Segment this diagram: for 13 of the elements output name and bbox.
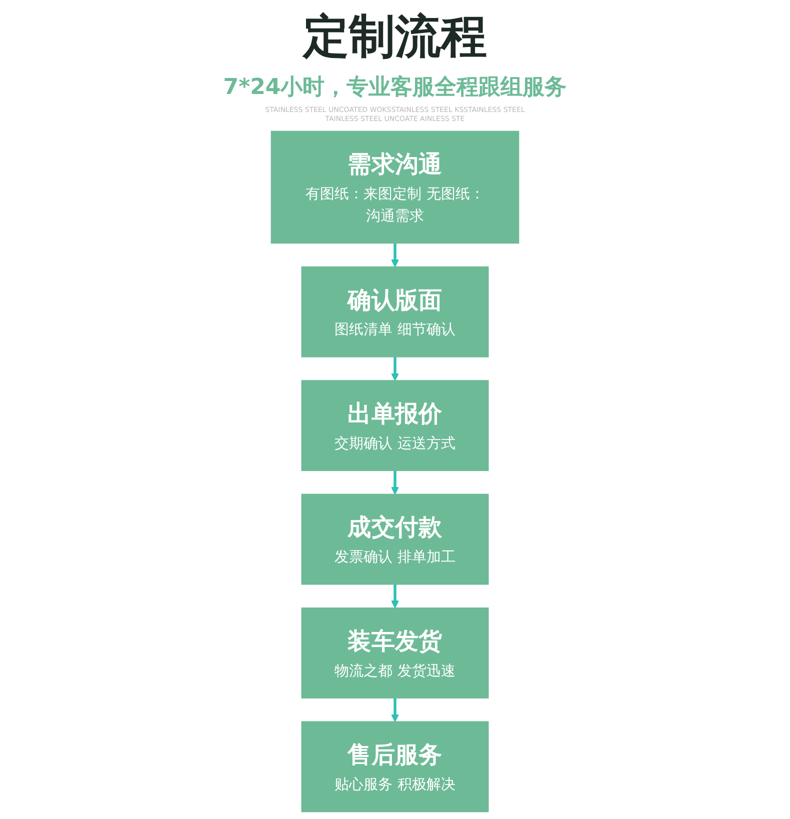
node-box: 出单报价 交期确认 运送方式 <box>301 380 489 472</box>
node-box: 装车发货 物流之都 发货迅速 <box>301 608 489 698</box>
node-box: 确认版面 图纸清单 细节确认 <box>301 266 489 358</box>
node-box: 需求沟通 有图纸：来图定制 无图纸：沟通需求 <box>270 130 520 244</box>
subtitle: 7*24小时，专业客服全程跟组服务 <box>223 74 567 102</box>
arrow <box>391 584 399 608</box>
title: 定制流程 <box>303 8 487 65</box>
arrow <box>391 698 399 722</box>
arrow <box>391 243 399 268</box>
arrow <box>391 470 399 495</box>
node-box: 成交付款 发票确认 排单加工 <box>301 494 489 585</box>
arrow <box>391 356 399 381</box>
node-box: 售后服务 贴心服务 积极解决 <box>301 721 489 812</box>
